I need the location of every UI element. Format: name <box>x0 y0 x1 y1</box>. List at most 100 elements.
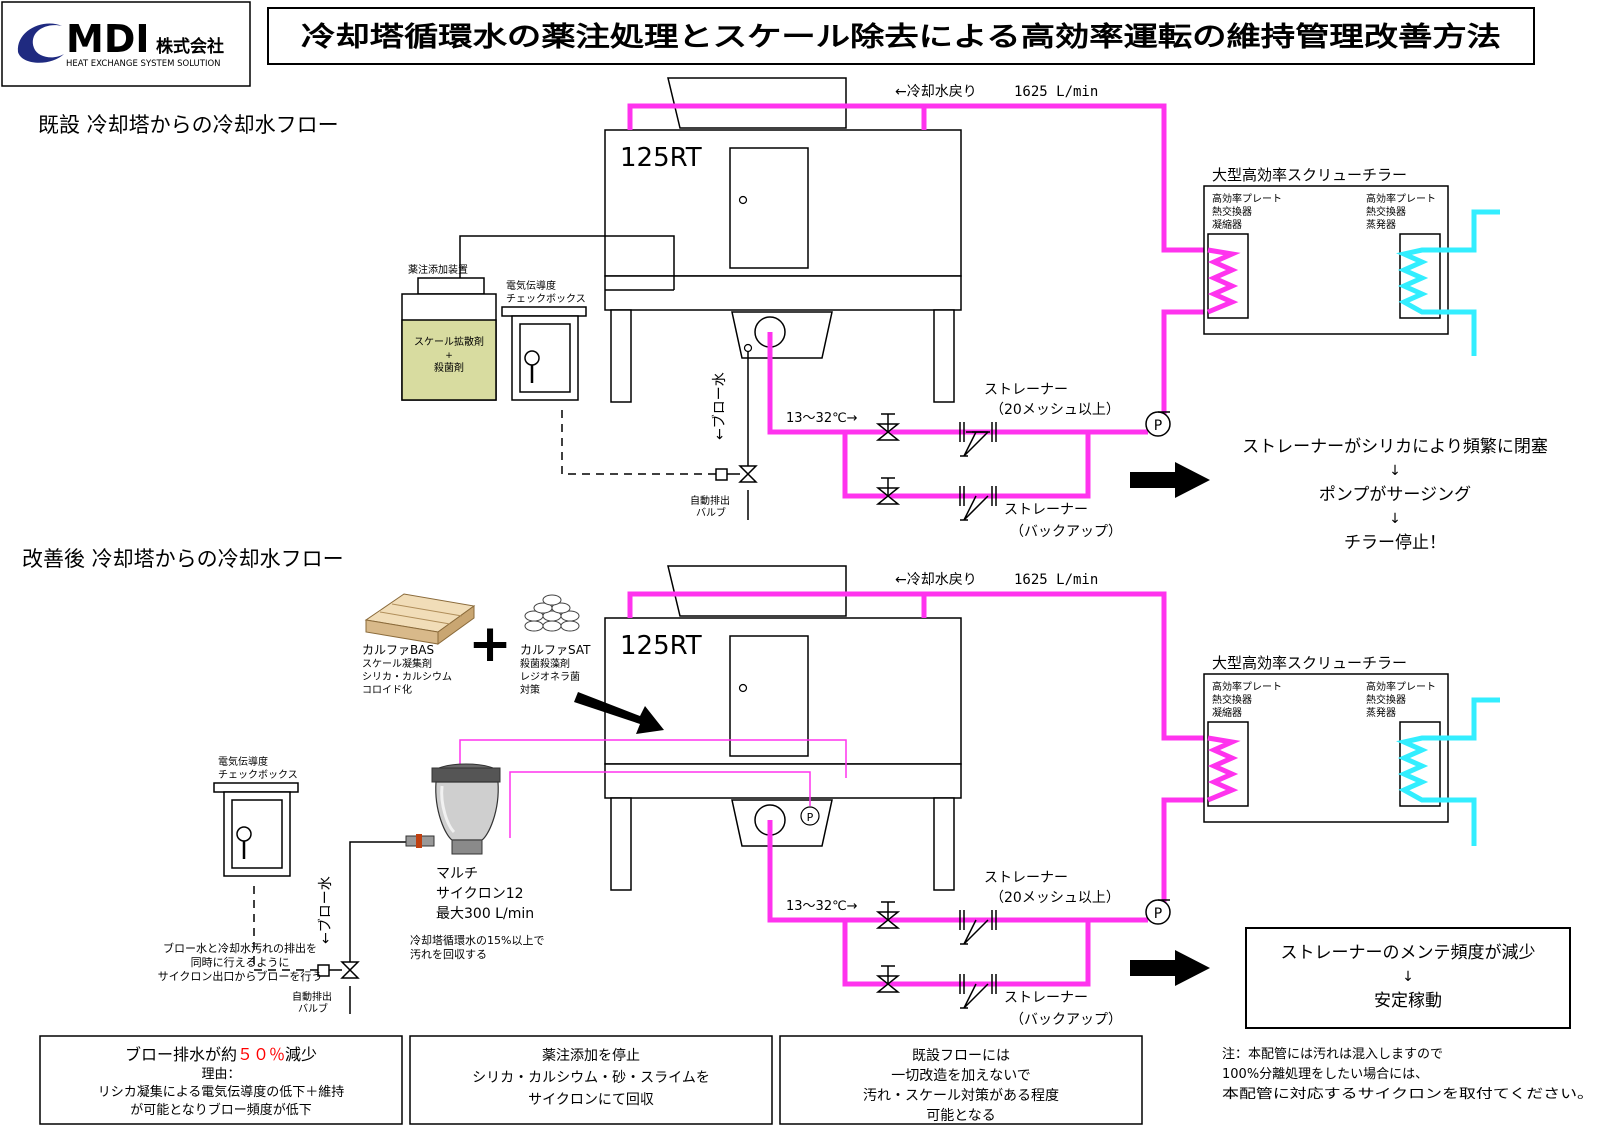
tower-capacity: 125RT <box>620 143 702 173</box>
logo: MDI 株式会社 HEAT EXCHANGE SYSTEM SOLUTION <box>1 1 251 87</box>
evaporator-label-1: 高効率プレート <box>1366 680 1436 693</box>
valve-actuator-icon <box>715 468 728 481</box>
conductivity-label-1: 電気伝導度 <box>218 755 268 768</box>
strainer-backup-sub: （バックアップ） <box>1010 524 1122 540</box>
page-title: 冷却塔循環水の薬注処理とスケール除去による高効率運転の維持管理改善方法 <box>301 21 1501 53</box>
blow-note-1: ブロー水と冷却水汚れの排出を <box>163 941 317 955</box>
strainer-backup-sub: （バックアップ） <box>1010 1012 1122 1028</box>
bas-name: カルファBAS <box>362 643 434 657</box>
chemical-tank-fill <box>401 319 497 401</box>
existing-heading: 既設 冷却塔からの冷却水フロー <box>38 113 339 137</box>
blow-label: ←ブロー水 <box>317 876 334 944</box>
plus-sign: + <box>468 614 512 674</box>
hot-water-piping-improved <box>627 591 1208 987</box>
signal-line-improved <box>253 886 320 971</box>
condenser-coil <box>1207 735 1241 803</box>
sat-desc-1: 殺菌殺藻剤 <box>520 657 570 670</box>
meter-icon <box>236 826 252 842</box>
conductivity-box-improved: 電気伝導度 チェックボックス <box>213 755 299 877</box>
conductivity-label-2: チェックボックス <box>506 293 586 305</box>
box2-line-2: シリカ・カルシウム・砂・スライムを <box>472 1070 710 1086</box>
temp-label: 13～32℃→ <box>786 411 858 426</box>
condenser-label-3: 凝縮器 <box>1212 218 1242 231</box>
result-improved: ストレーナーのメンテ頻度が減少 ↓ 安定稼動 <box>1245 927 1571 1029</box>
return-label: ←冷却水戻り <box>895 572 977 588</box>
box1-headline: ブロー排水が約５０％減少 <box>125 1045 317 1064</box>
strainer-backup-label: ストレーナー <box>1004 990 1088 1006</box>
box1-post: 減少 <box>285 1045 317 1064</box>
box2-line-3: サイクロンにて回収 <box>528 1092 654 1108</box>
chiller-title: 大型高効率スクリューチラー <box>1212 654 1407 672</box>
blow-line-existing: ←ブロー水 自動排出 バルブ <box>690 343 758 520</box>
chemical-injection-unit: 薬注添加装置 スケール拡散剤 + 殺菌剤 <box>401 263 497 401</box>
strainer-backup-existing <box>959 486 997 521</box>
return-flow: 1625 L/min <box>1014 84 1098 100</box>
cyclone-sidestream <box>459 739 847 838</box>
box3-line-4: 可能となる <box>926 1108 996 1124</box>
bas-product-icon <box>364 593 476 645</box>
sat-desc-2: レジオネラ菌 <box>520 671 580 683</box>
result-line-1: ストレーナーのメンテ頻度が減少 <box>1281 943 1536 963</box>
blow-label: ←ブロー水 <box>711 372 728 440</box>
strainer-backup-improved <box>959 974 997 1009</box>
blow-line-improved: ←ブロー水 自動排出 バルブ <box>292 841 408 1015</box>
summary-box-chemical-stop: 薬注添加を停止 シリカ・カルシウム・砂・スライムを サイクロンにて回収 <box>409 1035 773 1125</box>
result-line-1: ストレーナーがシリカにより頻繁に閉塞 <box>1242 437 1548 457</box>
signal-line-existing <box>561 410 722 475</box>
chilled-water-coil <box>1396 697 1500 846</box>
chiller-improved: 大型高効率スクリューチラー 高効率プレート 熱交換器 凝縮器 高効率プレート 熱… <box>1203 654 1500 846</box>
cooling-tower-existing: 125RT <box>604 77 962 403</box>
chiller-title: 大型高効率スクリューチラー <box>1212 166 1407 184</box>
valve-upper-improved <box>875 901 901 929</box>
dosing-arrow <box>574 692 664 734</box>
strainer-main-label: ストレーナー <box>984 870 1068 886</box>
box1-percent: ５０％ <box>237 1045 285 1064</box>
chiller-existing: 大型高効率スクリューチラー 高効率プレート 熱交換器 凝縮器 高効率プレート 熱… <box>1203 166 1500 356</box>
improved-heading: 改善後 冷却塔からの冷却水フロー <box>22 547 344 571</box>
pump-existing: P <box>1145 411 1171 437</box>
result-arrow-1: ↓ <box>1389 463 1401 479</box>
result-arrow-existing <box>1130 462 1210 498</box>
summary-box-no-modification: 既設フローには 一切改造を加えないで 汚れ・スケール対策がある程度 可能となる <box>779 1035 1143 1125</box>
box1-pre: ブロー排水が約 <box>125 1045 237 1064</box>
result-line-2: ポンプがサージング <box>1319 485 1471 505</box>
evaporator-label-2: 熱交換器 <box>1366 205 1406 218</box>
sat-desc-3: 対策 <box>520 683 540 696</box>
auto-valve-label-2: バルブ <box>696 506 726 519</box>
box1-line-1: 理由： <box>201 1067 240 1082</box>
chemical-unit-label: 薬注添加装置 <box>408 263 468 276</box>
summary-box-blow-reduction: ブロー排水が約５０％減少 理由： リシカ凝集による電気伝導度の低下＋維持 が可能… <box>39 1035 403 1125</box>
pump-symbol: P <box>1154 418 1162 434</box>
valve-lower-existing <box>875 477 901 505</box>
sidestream-pump: P <box>807 811 814 824</box>
tower-capacity: 125RT <box>620 631 702 661</box>
blow-note-2: 同時に行えるように <box>191 956 290 969</box>
strainer-main-mesh: （20メッシュ以上） <box>990 890 1120 906</box>
strainer-main-improved <box>959 910 997 945</box>
chemical-agent-1: スケール拡散剤 <box>414 335 484 348</box>
result-arrow-2: ↓ <box>1389 511 1401 527</box>
evaporator-label-2: 熱交換器 <box>1366 693 1406 706</box>
condenser-label-1: 高効率プレート <box>1212 192 1282 205</box>
title-frame <box>267 7 1535 65</box>
cyclone-name-2: サイクロン12 <box>436 886 524 902</box>
hot-water-piping-existing <box>627 103 1208 499</box>
evaporator-label-3: 蒸発器 <box>1366 218 1396 231</box>
strainer-backup-label: ストレーナー <box>1004 502 1088 518</box>
box3-line-1: 既設フローには <box>912 1048 1010 1064</box>
blow-valve-icon <box>738 465 758 483</box>
logo-brand: MDI <box>66 17 150 61</box>
chilled-water-coil <box>1396 209 1500 356</box>
cyclone-capacity: 最大300 L/min <box>436 906 534 922</box>
cyclone-name-1: マルチ <box>436 866 478 882</box>
temp-label: 13～32℃→ <box>786 899 858 914</box>
auto-valve-label-2: バルブ <box>298 1002 328 1015</box>
tower-door <box>729 635 809 757</box>
cyclone-note-2: 汚れを回収する <box>410 948 487 961</box>
strainer-main-mesh: （20メッシュ以上） <box>990 402 1120 418</box>
logo-swoosh-icon <box>17 23 64 63</box>
box3-line-3: 汚れ・スケール対策がある程度 <box>863 1087 1059 1104</box>
pump-improved: P <box>1145 899 1171 925</box>
bas-desc-3: コロイド化 <box>362 683 412 696</box>
return-flow: 1625 L/min <box>1014 572 1098 588</box>
